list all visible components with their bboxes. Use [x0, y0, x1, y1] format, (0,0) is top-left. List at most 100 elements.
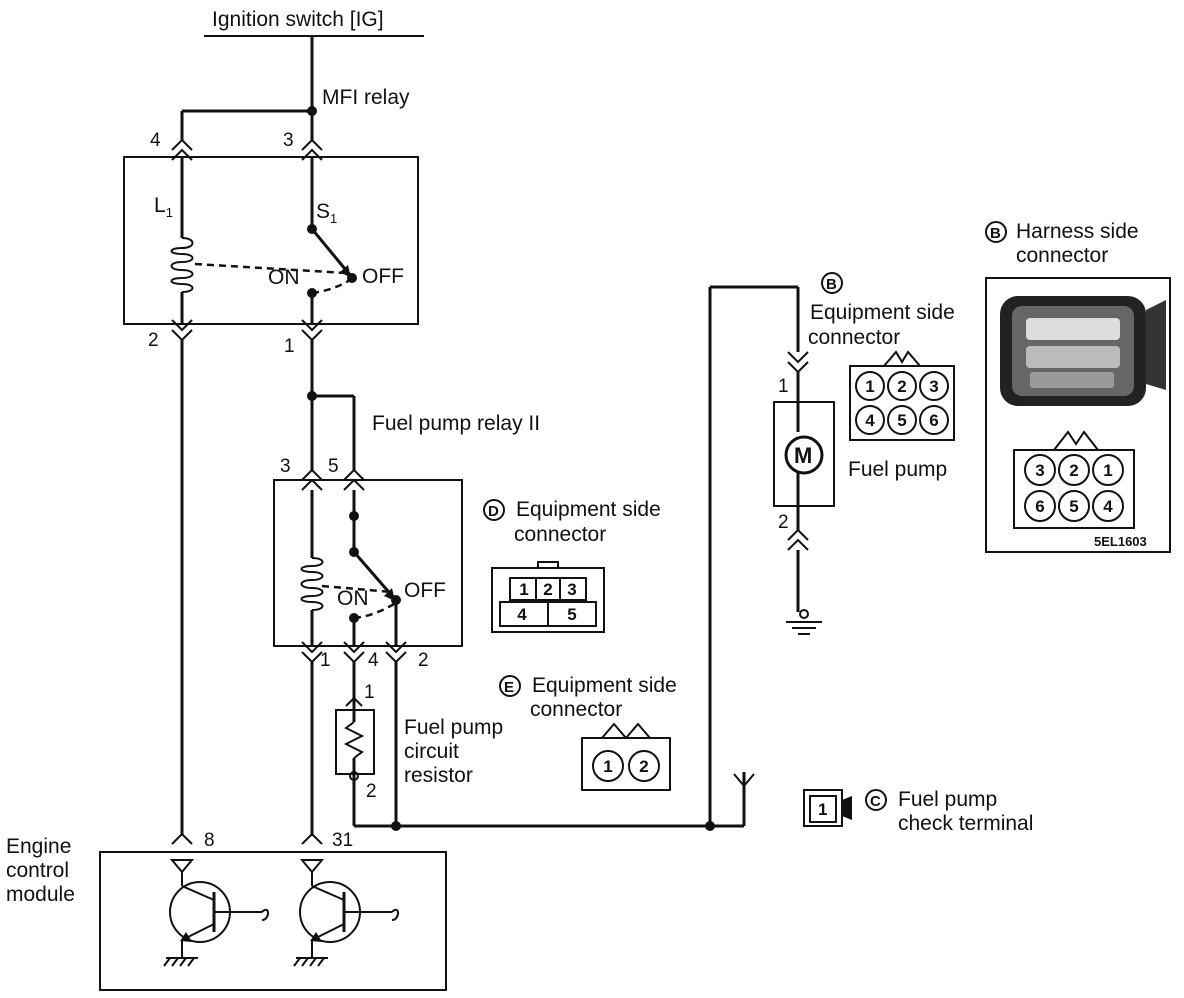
fp-relay-box — [273, 479, 463, 647]
badge-c: C — [865, 789, 887, 811]
harness-pin-4-circle — [1092, 490, 1124, 522]
check-terminal-label-line1: Fuel pump — [898, 788, 997, 811]
b-equipment-pin-5: 5 — [897, 411, 906, 430]
fp-pin-5: 5 — [328, 456, 339, 477]
harness-pin-3-circle — [1024, 454, 1056, 486]
d-pin-3: 3 — [567, 580, 576, 599]
fp-pin-2: 2 — [418, 650, 429, 671]
mfi-pin-1: 1 — [284, 336, 295, 357]
e-equipment-label-line1: Equipment side — [532, 674, 677, 697]
fp-pin5-connector — [343, 468, 365, 491]
e-pin-2: 2 — [639, 757, 648, 776]
fp-coil-icon — [300, 557, 324, 611]
coil-l1-label: L1 — [154, 194, 173, 220]
fp-on-label: ON — [337, 587, 369, 610]
fuel-pump-box — [773, 401, 835, 507]
pump-pin1-connector — [787, 351, 809, 374]
harness-connector-icon — [1013, 430, 1135, 529]
fp-off-label: OFF — [404, 579, 446, 602]
ecm-pin-31: 31 — [332, 830, 353, 851]
harness-pin-1: 1 — [1103, 461, 1112, 480]
mfi-relay-label: MFI relay — [322, 86, 410, 109]
ground-icon — [786, 621, 822, 635]
svg-text:B: B — [990, 225, 1001, 242]
ecm-pin-8: 8 — [204, 830, 215, 851]
resistor-icon — [343, 721, 365, 759]
resistor-label-line2: circuit — [404, 740, 459, 763]
b-equipment-pin-4-circle — [855, 405, 885, 435]
d-equipment-label-line2: connector — [514, 523, 606, 546]
b-equipment-label-line1: Equipment side — [810, 301, 955, 324]
harness-connector-label-line1: Harness side — [1016, 220, 1139, 243]
check-terminal-label-line2: check terminal — [898, 812, 1033, 835]
b-equipment-pin-1: 1 — [865, 377, 874, 396]
badge-e: E — [499, 675, 521, 697]
ecm-pin31-connector — [301, 832, 323, 845]
e-equipment-label-line2: connector — [530, 698, 622, 721]
mfi-relay-box — [123, 156, 419, 325]
d-pin-5: 5 — [567, 605, 576, 624]
d-equipment-label-line1: Equipment side — [516, 498, 661, 521]
b-equipment-label-line2: connector — [808, 326, 900, 349]
badge-d: D — [483, 499, 505, 521]
harness-pin-1-circle — [1092, 454, 1124, 486]
harness-pin-6-circle — [1024, 490, 1056, 522]
harness-pin-3: 3 — [1035, 461, 1044, 480]
badge-b-harness: B — [985, 221, 1007, 243]
e-pin-1-circle — [592, 750, 624, 782]
fp-pin-1: 1 — [320, 650, 331, 671]
b-equipment-pin-6-circle — [919, 405, 949, 435]
mfi-pin4-connector — [171, 138, 193, 161]
e-equipment-connector-icon — [581, 722, 671, 791]
mfi-on-dashed — [311, 278, 351, 295]
resistor-label-line1: Fuel pump — [404, 716, 503, 739]
resistor-label-line3: resistor — [404, 764, 473, 787]
b-equipment-pin-4: 4 — [865, 411, 875, 430]
resistor-pin-1: 1 — [364, 682, 375, 703]
d-pin-1: 1 — [519, 580, 528, 599]
b-equipment-pin-6: 6 — [929, 411, 938, 430]
transistor-1-icon — [163, 859, 269, 967]
b-equipment-pin-3-circle — [919, 371, 949, 401]
ecm-pin8-connector — [171, 832, 193, 845]
d-pin-4: 4 — [517, 605, 527, 624]
bus-junction-fp — [391, 821, 401, 831]
mfi-pin-3: 3 — [283, 130, 294, 151]
ecm-label-line2: control — [6, 859, 69, 882]
fp-switch-arm — [352, 551, 396, 599]
figure-code: 5EL1603 — [1094, 534, 1147, 549]
switch-s1-label: S1 — [316, 200, 337, 226]
fuel-pump-label: Fuel pump — [848, 458, 947, 481]
b-equipment-pin-2: 2 — [897, 377, 906, 396]
svg-text:D: D — [488, 503, 499, 520]
mfi-pin3-connector — [301, 138, 323, 161]
fuel-pump-relay-label: Fuel pump relay II — [372, 412, 540, 435]
motor-icon — [784, 435, 824, 475]
ecm-label-line3: module — [6, 883, 75, 906]
harness-connector-photo — [1000, 296, 1166, 406]
ecm-box — [99, 851, 447, 991]
harness-pin-5-circle — [1058, 490, 1090, 522]
b-equipment-pin-1-circle — [855, 371, 885, 401]
check-terminal-icon — [803, 789, 852, 827]
e-pin-2-circle — [628, 750, 660, 782]
b-equipment-pins: 1 2 3 4 5 6 — [855, 371, 949, 435]
resistor-pin2-terminal — [349, 771, 359, 781]
fp-pin-4: 4 — [368, 650, 379, 671]
b-equipment-pin-3: 3 — [929, 377, 938, 396]
pump-pin-1: 1 — [778, 376, 789, 397]
pump-ground-terminal — [799, 609, 809, 619]
coil-l1-icon — [170, 237, 194, 293]
b-equipment-pin-2-circle — [887, 371, 917, 401]
harness-pin-6: 6 — [1035, 497, 1044, 516]
harness-pin-5: 5 — [1069, 497, 1078, 516]
mfi-coil-link-dashed — [194, 262, 347, 275]
harness-pin-2-circle — [1058, 454, 1090, 486]
check-terminal-pin: 1 — [818, 800, 827, 819]
d-pin-2: 2 — [543, 580, 552, 599]
pump-pin2-connector — [787, 528, 809, 551]
